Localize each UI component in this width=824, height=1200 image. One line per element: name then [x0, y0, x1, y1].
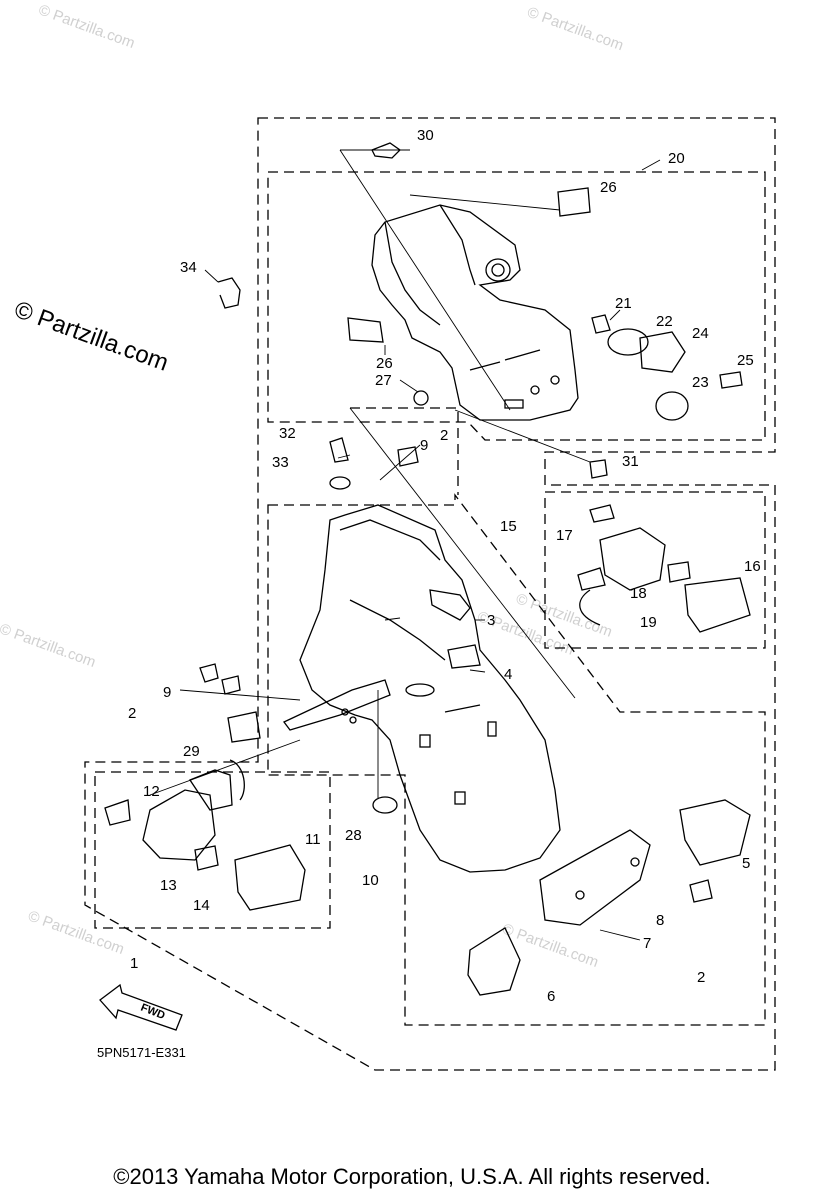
callout-26: 26 [600, 179, 617, 196]
callout-21: 21 [615, 295, 632, 312]
callout-30: 30 [417, 127, 434, 144]
small-parts [104, 142, 751, 996]
diagram-code: 5PN5171-E331 [97, 1045, 186, 1060]
callout-15: 15 [500, 518, 517, 535]
callout-23: 23 [692, 374, 709, 391]
callout-18: 18 [630, 585, 647, 602]
copyright-notice: ©2013 Yamaha Motor Corporation, U.S.A. A… [113, 1164, 711, 1189]
callout-4: 4 [504, 666, 512, 683]
callout-34: 34 [180, 259, 197, 276]
callout-11: 11 [305, 831, 321, 848]
callout-numbers: 30 20 26 34 21 22 24 26 25 27 23 32 9 2 … [128, 127, 761, 1005]
callout-32: 32 [279, 425, 296, 442]
callout-26: 26 [376, 355, 393, 372]
callout-1: 1 [130, 955, 138, 972]
callout-12: 12 [143, 783, 160, 800]
callout-33: 33 [272, 454, 289, 471]
group-frames [84, 117, 776, 1071]
watermark: © Partzilla.com [500, 920, 601, 971]
rear-fender [283, 504, 561, 873]
callout-2: 2 [440, 427, 448, 444]
callout-29: 29 [183, 743, 200, 760]
callout-9: 9 [163, 684, 171, 701]
callout-13: 13 [160, 877, 177, 894]
callout-9: 9 [420, 437, 428, 454]
leader-lines [149, 149, 661, 941]
watermark: © Partzilla.com [525, 4, 626, 55]
callout-17: 17 [556, 527, 573, 544]
callout-2: 2 [128, 705, 136, 722]
callout-8: 8 [656, 912, 664, 929]
fwd-arrow-icon [99, 983, 183, 1031]
callout-7: 7 [643, 935, 651, 952]
callout-16: 16 [744, 558, 761, 575]
callout-14: 14 [193, 897, 210, 914]
callout-25: 25 [737, 352, 754, 369]
watermark: © Partzilla.com [0, 620, 98, 671]
callout-27: 27 [375, 372, 392, 389]
callout-24: 24 [692, 325, 709, 342]
callout-3: 3 [487, 612, 495, 629]
watermark: © Partzilla.com [36, 1, 137, 52]
watermark-layer: © Partzilla.com © Partzilla.com © Partzi… [0, 1, 626, 971]
callout-2: 2 [697, 969, 705, 986]
callout-19: 19 [640, 614, 657, 631]
callout-20: 20 [668, 150, 685, 167]
callout-5: 5 [742, 855, 750, 872]
callout-6: 6 [547, 988, 555, 1005]
callout-28: 28 [345, 827, 362, 844]
bulb [429, 589, 471, 621]
callout-22: 22 [656, 313, 673, 330]
taillight-housing [371, 204, 579, 421]
callout-10: 10 [362, 872, 379, 889]
callout-31: 31 [622, 453, 639, 470]
watermark: © Partzilla.com [26, 908, 127, 959]
